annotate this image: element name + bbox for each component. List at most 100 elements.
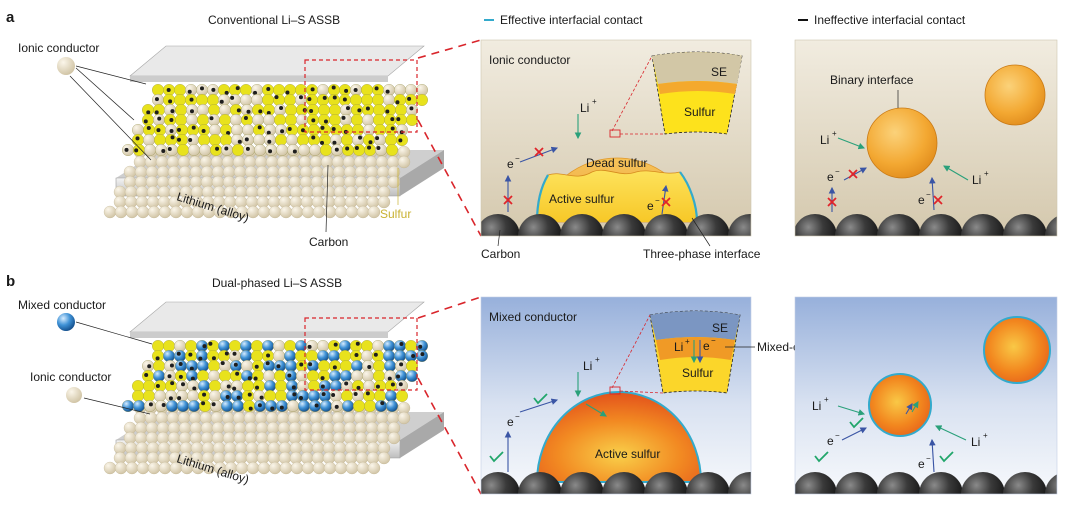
carbon-dot [308,362,313,367]
carbon-dot [246,109,251,114]
sulfur-bead [372,94,384,106]
carbon-particle [877,214,921,236]
sulfur-bead [197,114,209,126]
carbon-dot [334,147,339,152]
sulfur-bead [364,400,376,412]
carbon-dot [224,146,229,151]
carbon-particle [919,214,963,236]
sulfur-bead [207,350,219,362]
ionic-conductor-bead [298,144,310,156]
ionic-conductor-bead [263,370,275,382]
carbon-dot [354,146,359,151]
sulfur-bead [262,94,274,106]
carbon-dot [181,382,186,387]
carbon-particle [1045,216,1057,236]
carbon-dot [341,115,346,120]
sulfur-bead [373,114,385,126]
e-label-right-a2: e [918,193,925,207]
ionic-conductor-bead [361,350,373,362]
carbon-dot [187,89,192,94]
mixed-conductor-bead [340,370,352,382]
carbon-dot [199,86,204,91]
carbon-dot [211,402,216,407]
carbon-dot [258,109,263,114]
carbon-dot [300,128,305,133]
carbon-dot [345,146,350,151]
carbon-dot [215,146,220,151]
carbon-dot [230,95,235,100]
ionic-conductor-bead [158,205,172,219]
carbon-dot [243,115,248,120]
carbon-dot [375,384,380,389]
carbon-dot [266,86,271,91]
callout-box-b [304,317,418,391]
carbon-dot [331,85,336,90]
inset-b-li-charge: + [685,337,690,346]
e-label-right-a1: e [827,170,834,184]
mixed-conductor-bead [221,400,233,412]
carbon-dot [268,149,273,154]
ionic-conductor-bead [362,114,374,126]
inset-b-e-label: e [703,339,710,353]
carbon-dot [169,128,174,133]
sulfur-bead [232,144,244,156]
carbon-dot [390,117,395,122]
carbon-dot [208,341,213,346]
carbon-dot [322,95,327,100]
sulfur-bead [353,144,365,156]
carbon-dot [399,341,404,346]
check-mark-zoom-b1 [533,393,548,405]
sulfur-bead [284,94,296,106]
mixed-conductor-bead [153,370,165,382]
ionic-conductor-bead [387,175,401,189]
carbon-dot [385,109,390,114]
three-phase-leader [691,217,711,247]
sulfur-bead [143,390,155,402]
panel-b-letter: b [6,273,15,290]
sulfur-bead [132,390,144,402]
carbon-dot [396,374,401,379]
ionic-conductor-bead [218,94,230,106]
carbon-dot [209,116,214,121]
mixed-conductor-bead [394,350,406,362]
inset-a-dash1 [611,55,653,132]
inset-a-se-label: SE [711,65,727,79]
carbon-dot [178,362,183,367]
e-arrow-zoom-b1 [519,398,559,413]
sulfur-bead [275,390,287,402]
carbon-dot [189,97,194,102]
carbon-particle [602,214,646,236]
ionic-conductor-bead [279,461,293,475]
ionic-conductor-bead [273,350,285,362]
carbon-particle [686,214,730,236]
sulfur-bead [264,390,276,402]
carbon-dot [247,392,252,397]
carbon-dot [420,352,425,357]
sulfur-bead [196,94,208,106]
sulfur-bead [363,134,375,146]
mixed-conductor-bead [240,350,252,362]
carbon-dot [170,135,175,140]
ionic-conductor-bead [251,94,263,106]
li-arrow-right-a2 [943,165,969,181]
ionic-conductor-bead [377,195,391,209]
carbon-dot [395,100,400,105]
carbon-dot [356,385,361,390]
legend-ineffective-label: Ineffective interfacial contact [814,13,966,27]
ionic-conductor-label-b: Ionic conductor [30,370,111,384]
top-collector-front-b [130,332,388,338]
ionic-conductor-bead [276,144,288,156]
carbon-dot [167,146,172,151]
carbon-dot [291,385,296,390]
carbon-dot [245,146,250,151]
carbon-particle [644,214,688,236]
sulfur-bead [154,134,166,146]
sulfur-bead [351,114,363,126]
carbon-dot [314,403,319,408]
ionic-conductor-bead [125,205,139,219]
ionic-leader-a3 [69,75,152,161]
carbon-particle [877,472,921,494]
carbon-dot [320,140,325,145]
cross-mark-right-a2 [848,169,858,179]
